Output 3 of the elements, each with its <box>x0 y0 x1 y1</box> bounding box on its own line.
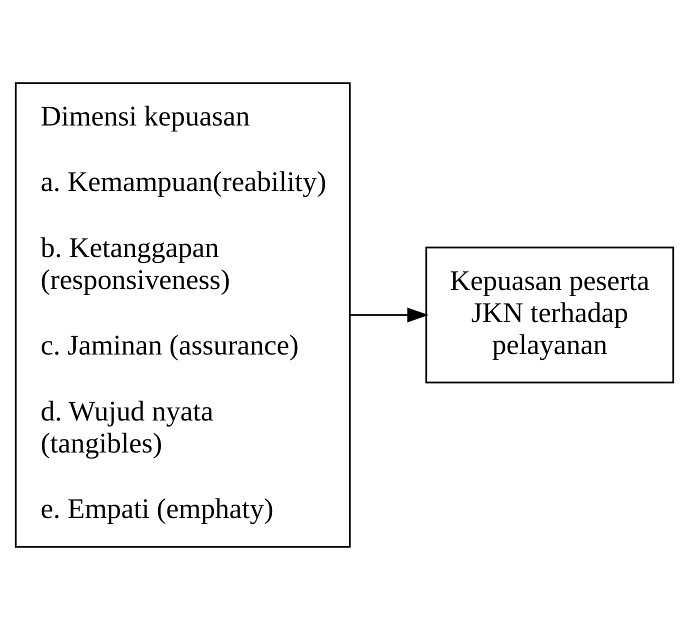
node-box: Kepuasan peserta JKN terhadap pelayanan <box>425 246 674 384</box>
arrow <box>350 308 429 322</box>
node-box: Dimensi kepuasan a. Kemampuan(reability) b. Ketanggapan (responsiveness) c. Jaminan (assurance) d. Wujud nyata (tangibles) e. Empati (emphaty) <box>14 82 351 548</box>
